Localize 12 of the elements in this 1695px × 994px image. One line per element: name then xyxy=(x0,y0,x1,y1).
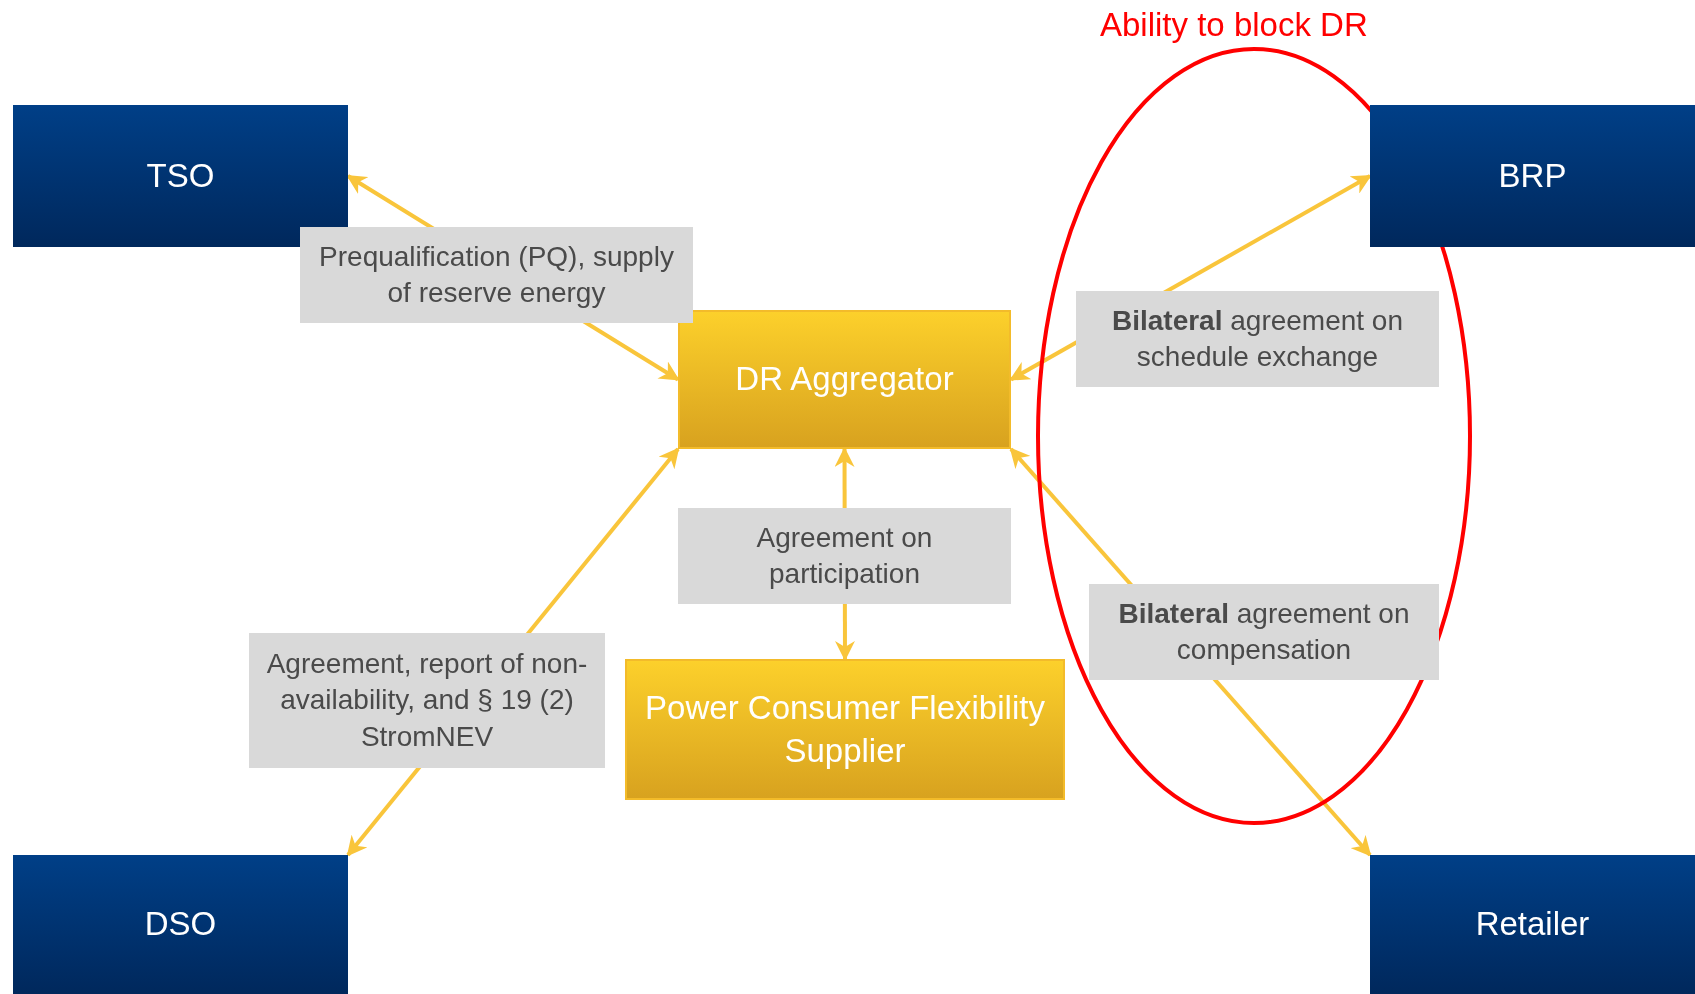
role-box: TSO xyxy=(13,105,348,247)
role-box: DSO xyxy=(13,855,348,994)
edge-label: Agreement, report of non-availability, and § 19 (2) StromNEV xyxy=(249,633,605,768)
role-box: Retailer xyxy=(1370,855,1695,994)
role-box: BRP xyxy=(1370,105,1695,247)
edge-label: Prequalification (PQ), supply of reserve energy xyxy=(300,227,693,323)
edge-label: Bilateral agreement on compensation xyxy=(1089,584,1439,680)
process-box: DR Aggregator xyxy=(678,310,1011,449)
edge-label: Bilateral agreement on schedule exchange xyxy=(1076,291,1439,387)
annotation-text: Ability to block DR xyxy=(1100,6,1368,44)
process-box: Power Consumer Flexibility Supplier xyxy=(625,659,1065,800)
edge-label: Agreement on participation xyxy=(678,508,1011,604)
